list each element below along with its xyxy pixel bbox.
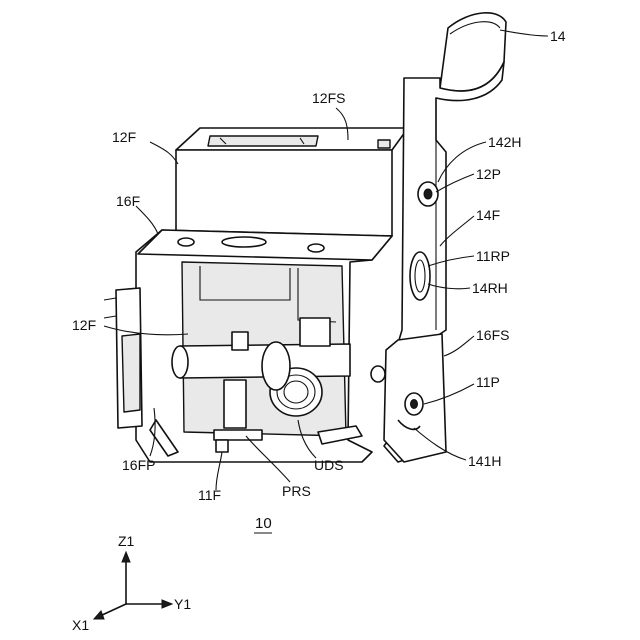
leader-16FS [444, 336, 474, 356]
spring-upper [232, 332, 248, 350]
pin-11P-center [411, 400, 418, 409]
cam-disc [262, 342, 290, 390]
label-14: 14 [550, 28, 566, 44]
figure-number: 10 [255, 515, 272, 532]
side-clip-tabs [104, 298, 116, 318]
housing-front-face [176, 150, 392, 236]
label-142H: 142H [488, 134, 521, 150]
label-14F: 14F [476, 207, 500, 223]
axis-y-arrow [162, 600, 172, 608]
flange-hole-2 [222, 237, 266, 247]
leader-12F-top [150, 142, 178, 164]
label-11P: 11P [476, 374, 500, 390]
label-12F-top: 12F [112, 129, 136, 145]
axis-x-arrow [94, 611, 104, 619]
axis-x-line [100, 604, 126, 616]
foot-11F [216, 440, 228, 452]
pivot-block [224, 380, 246, 428]
label-141H: 141H [468, 453, 501, 469]
upper-block [300, 318, 330, 346]
housing-box [176, 128, 408, 236]
axis-triad: Z1 Y1 X1 [72, 533, 191, 633]
bracket-16FS [371, 334, 446, 462]
label-14RH: 14RH [472, 280, 508, 296]
label-12FS: 12FS [312, 90, 345, 106]
axis-x-label: X1 [72, 617, 89, 633]
pin-12P-center [424, 189, 432, 199]
side-clip-inner [122, 334, 140, 412]
flange-hole-3 [308, 244, 324, 252]
label-11RP: 11RP [476, 248, 510, 264]
label-11F: 11F [198, 487, 221, 503]
label-12P: 12P [476, 166, 501, 182]
figure-number-group: 10 [254, 515, 272, 533]
pivot-plate [214, 430, 262, 440]
frame-top-flange [138, 230, 392, 260]
label-16FS: 16FS [476, 327, 509, 343]
flange-hole-1 [178, 238, 194, 246]
axis-z-arrow [122, 552, 130, 562]
label-16F: 16F [116, 193, 140, 209]
leader-14 [500, 30, 548, 36]
axis-z-label: Z1 [118, 533, 135, 549]
shaft-end [172, 346, 188, 378]
label-UDS: UDS [314, 457, 344, 473]
pin-11RP [410, 252, 430, 300]
leader-16F [136, 206, 158, 234]
boss [371, 366, 385, 382]
axis-y-label: Y1 [174, 596, 191, 612]
label-PRS: PRS [282, 483, 311, 499]
label-16FP: 16FP [122, 457, 155, 473]
housing-small-slot [378, 140, 390, 148]
label-12F-mid: 12F [72, 317, 96, 333]
